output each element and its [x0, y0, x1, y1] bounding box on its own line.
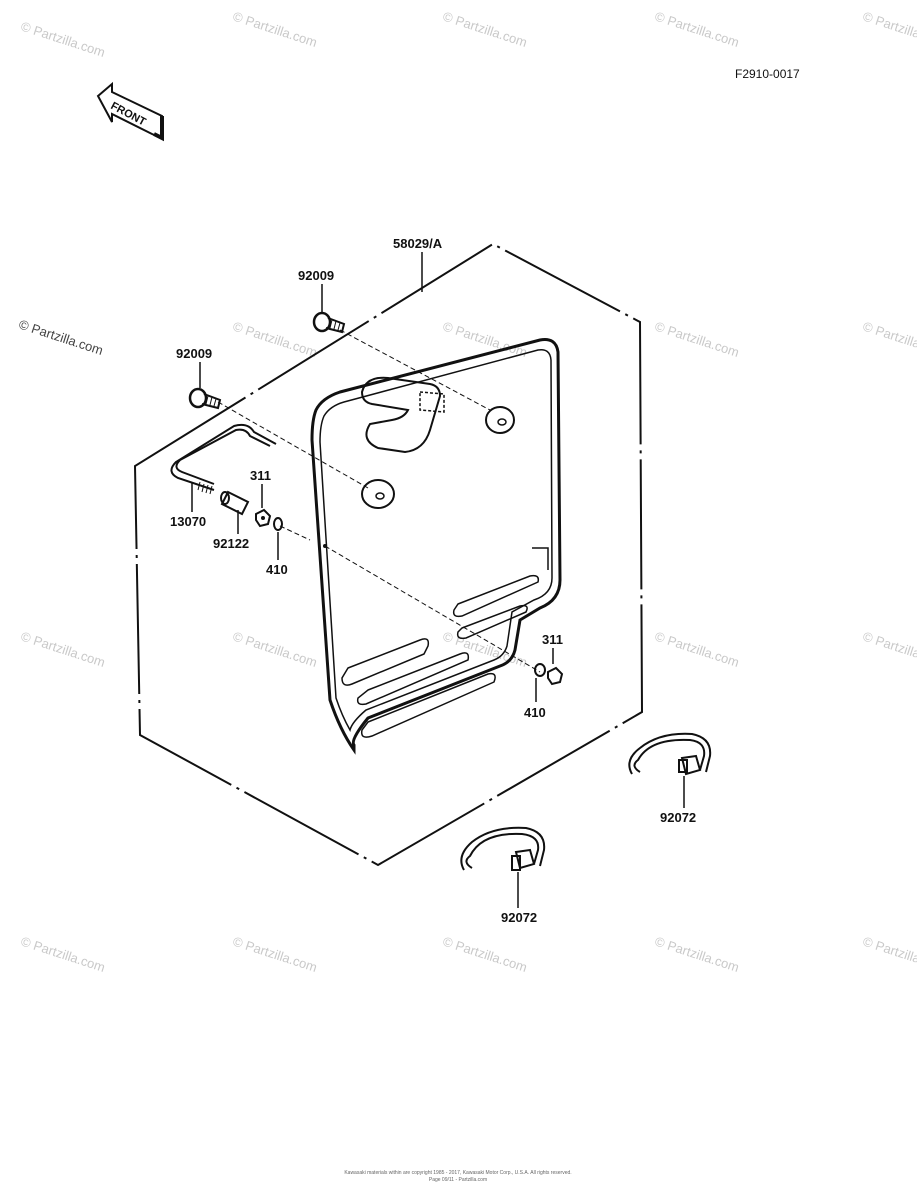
page-footer: Page 09/11 - Partzilla.com — [429, 1177, 487, 1183]
bolt-left-icon — [188, 387, 222, 410]
part-label-band-left: 92072 — [501, 910, 537, 925]
part-label-collar: 92122 — [213, 536, 249, 551]
watermark: © Partzilla.com — [231, 629, 319, 670]
part-label-bolt-left: 92009 — [176, 346, 212, 361]
watermark: © Partzilla.com — [441, 934, 529, 975]
watermark: © Partzilla.com — [441, 9, 529, 50]
assembly-boundary — [133, 242, 644, 867]
nut-upper-icon — [255, 508, 272, 528]
watermark-layer: © Partzilla.com © Partzilla.com © Partzi… — [19, 9, 917, 975]
watermark: © Partzilla.com — [653, 934, 741, 975]
number-plate — [310, 338, 562, 755]
nut-lower-icon — [547, 666, 564, 686]
watermark: © Partzilla.com — [19, 19, 107, 60]
watermark: © Partzilla.com — [653, 629, 741, 670]
watermark-dark: © Partzilla.com — [17, 317, 105, 358]
part-label-washer-upper: 410 — [266, 562, 288, 577]
bolt-right-icon — [312, 311, 346, 334]
watermark: © Partzilla.com — [861, 629, 917, 670]
band-clamp-right-icon — [628, 732, 712, 776]
part-label-stay: 13070 — [170, 514, 206, 529]
front-arrow-icon: FRONT — [96, 81, 164, 142]
part-label-plate: 58029/A — [393, 236, 443, 251]
part-label-bolt-right: 92009 — [298, 268, 334, 283]
watermark: © Partzilla.com — [861, 9, 917, 50]
collar-icon — [220, 490, 250, 516]
part-label-washer-lower: 410 — [524, 705, 546, 720]
stay-rod — [170, 423, 277, 495]
watermark: © Partzilla.com — [231, 934, 319, 975]
watermark: © Partzilla.com — [861, 319, 917, 360]
diagram-code: F2910-0017 — [735, 67, 800, 81]
assembly-lines — [217, 329, 541, 673]
washer-upper-icon — [273, 517, 283, 531]
part-label-band-right: 92072 — [660, 810, 696, 825]
washer-lower-icon — [534, 663, 546, 677]
band-clamp-left-icon — [460, 826, 546, 871]
part-label-nut-lower: 311 — [542, 632, 563, 647]
watermark: © Partzilla.com — [19, 934, 107, 975]
watermark: © Partzilla.com — [861, 934, 917, 975]
leader-lines — [191, 252, 685, 908]
watermark: © Partzilla.com — [653, 319, 741, 360]
copyright-footer: Kawasaki materials within are copyright … — [344, 1170, 571, 1176]
part-label-nut-upper: 311 — [250, 468, 271, 483]
watermark: © Partzilla.com — [231, 319, 319, 360]
watermark: © Partzilla.com — [231, 9, 319, 50]
watermark: © Partzilla.com — [19, 629, 107, 670]
watermark: © Partzilla.com — [653, 9, 741, 50]
